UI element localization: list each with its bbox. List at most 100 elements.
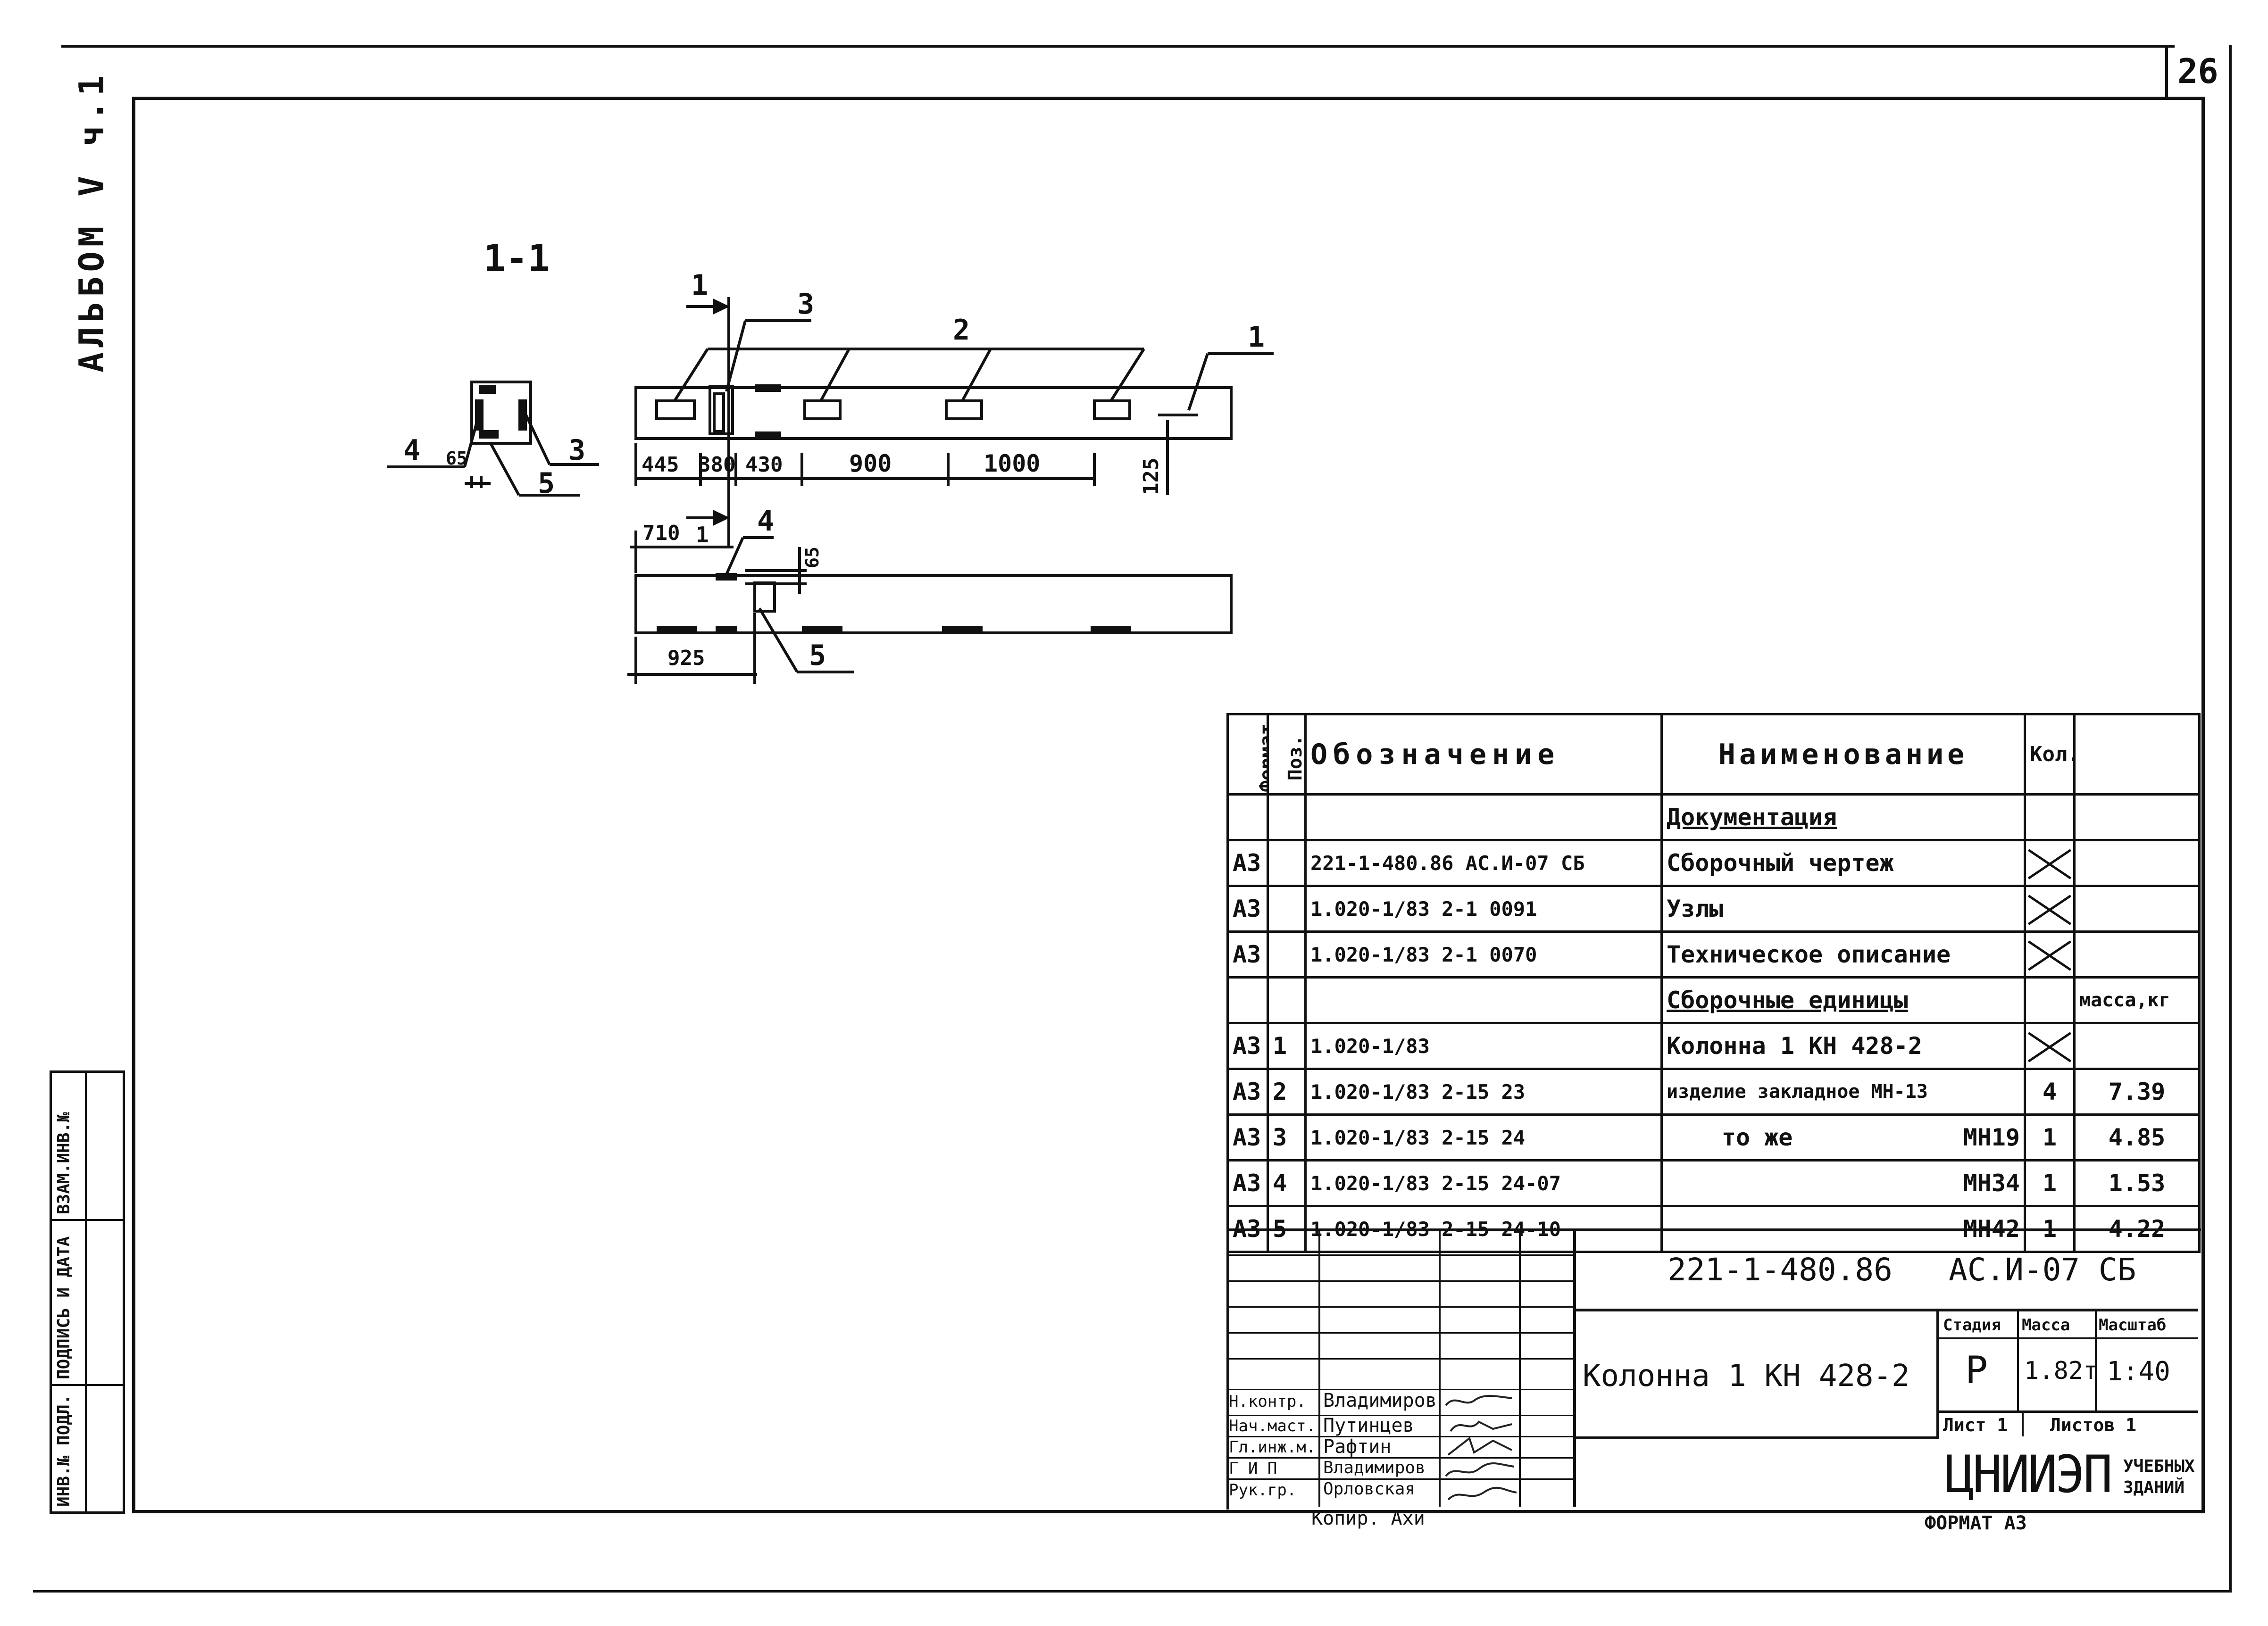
dim-1000: 1000 — [984, 450, 1040, 477]
hdr-qty: Кол. — [2024, 713, 2076, 796]
cross-mark — [2024, 839, 2076, 887]
dim-65: 65 — [446, 448, 467, 469]
stage-value: Р — [1965, 1348, 1988, 1392]
dim-900: 900 — [849, 450, 892, 477]
sheet-number-box: 26 — [2165, 45, 2234, 97]
callout-pos2: 2 — [953, 314, 970, 347]
cross-mark — [2024, 1022, 2076, 1070]
column-front-view — [634, 386, 1233, 440]
sig-name-1: Владимиров — [1323, 1390, 1437, 1411]
spec-row-name: Сборочный чертеж — [1660, 839, 2026, 887]
spec-row-name: Техническое описание — [1660, 930, 2026, 979]
dim-925: 925 — [667, 646, 705, 670]
sig-role-5: Рук.гр. — [1229, 1481, 1297, 1500]
sig-role-1: Н.контр. — [1229, 1392, 1306, 1411]
dim-710: 710 — [642, 521, 680, 545]
copied-by: Копир. Ахи — [1311, 1508, 1425, 1529]
cross-mark — [2024, 930, 2076, 979]
dim-65b: 65 — [802, 547, 823, 568]
specification-table: Формат Поз. Обозначение Наименование Кол… — [1226, 713, 2201, 1253]
stamp-signature-date: ПОДПИСЬ И ДАТА — [54, 1236, 74, 1379]
hdr-format: Формат — [1226, 713, 1269, 796]
cross-mark — [2024, 885, 2076, 933]
hdr-pos: Поз. — [1267, 713, 1307, 796]
mass-label: Масса — [2022, 1316, 2070, 1335]
sec-callout-5: 5 — [538, 467, 555, 500]
spec-row-name: Колонна 1 КН 428-2 — [1660, 1022, 2026, 1070]
right-edge-line — [2229, 45, 2232, 1593]
mass-value: 1.82т — [2024, 1357, 2098, 1385]
bot-callout-4: 4 — [757, 505, 774, 538]
cut-mark-top: 1 — [691, 269, 708, 302]
spec-row-designation: 1.020-1/83 2-1 0070 — [1304, 930, 1663, 979]
sig-role-2: Нач.маст. — [1229, 1417, 1316, 1435]
document-code: 221-1-480.86 АС.И-07 СБ — [1668, 1252, 2136, 1288]
scale-value: 1:40 — [2107, 1356, 2170, 1387]
stage-label: Стадия — [1943, 1316, 2001, 1335]
spec-row-designation: 1.020-1/83 — [1304, 1022, 1663, 1070]
scale-label: Масштаб — [2099, 1316, 2167, 1335]
handwritten-signatures — [1445, 1395, 1517, 1501]
bottom-edge-line — [33, 1590, 2231, 1593]
drawing-title: Колонна 1 КН 428-2 — [1583, 1359, 1910, 1394]
hdr-note — [2073, 713, 2201, 796]
org-name-line1: УЧЕБНЫХ — [2123, 1457, 2195, 1476]
title-cell: Колонна 1 КН 428-2 — [1573, 1311, 1939, 1439]
signature-grid: Н.контр. Владимиров Нач.маст. Путинцев Г… — [1226, 1228, 1576, 1507]
hdr-name: Наименование — [1660, 713, 2026, 796]
spec-row-designation: 221-1-480.86 АС.И-07 СБ — [1304, 839, 1663, 887]
spec-row-note: масса,кг — [2073, 976, 2201, 1024]
sig-name-4: Владимиров — [1323, 1458, 1426, 1477]
cut-mark-bottom: 1 — [696, 522, 709, 548]
spec-row: А3 1.020-1/83 2-1 0070 Техническое описа… — [1226, 930, 2201, 979]
section-label: 1-1 — [484, 238, 550, 280]
spec-row-name: МН34 — [1660, 1159, 2026, 1207]
spec-row: Сборочные единицы масса,кг — [1226, 976, 2201, 1024]
sig-role-3: Гл.инж.м. — [1229, 1438, 1316, 1457]
spec-row: Документация — [1226, 793, 2201, 841]
cross-section-outline — [470, 381, 532, 445]
sec-callout-4: 4 — [403, 434, 420, 467]
spec-row-name: изделие закладное МН-13 — [1660, 1068, 2026, 1116]
stage-mass-scale: Стадия Масса Масштаб Р 1.82т 1:40 Лист 1… — [1939, 1311, 2198, 1436]
sheets-label: Листов 1 — [2050, 1415, 2137, 1435]
org-logo: ЦНИИЭП — [1945, 1443, 2113, 1505]
column-drawing: 1-1 1 2 3 1 1 4 5 3 4 5 65 445 380 430 9… — [387, 238, 1274, 684]
spec-row-designation: 1.020-1/83 2-15 24 — [1304, 1113, 1663, 1161]
spec-row-name: Документация — [1660, 793, 2026, 841]
spec-row-name: то же МН19 — [1660, 1113, 2026, 1161]
dim-430: 430 — [745, 453, 783, 477]
sheet-number: 26 — [2177, 51, 2218, 91]
spec-row-designation: 1.020-1/83 2-1 0091 — [1304, 885, 1663, 933]
sig-name-5: Орловская — [1323, 1479, 1416, 1499]
org-name-line2: ЗДАНИЙ — [2123, 1478, 2185, 1497]
sheet-label: Лист 1 — [1943, 1415, 2008, 1435]
organisation-block: ЦНИИЭП УЧЕБНЫХ ЗДАНИЙ — [1939, 1439, 2198, 1507]
dim-445: 445 — [642, 453, 679, 477]
sig-role-4: Г И П — [1229, 1459, 1277, 1478]
spec-header-row: Формат Поз. Обозначение Наименование Кол… — [1226, 713, 2201, 796]
spec-row-name: Сборочные единицы — [1660, 976, 2026, 1024]
drawing-frame — [132, 97, 2205, 1513]
stamp-original-inv: ИНВ.№ ПОДЛ. — [54, 1394, 74, 1507]
spec-row: А3 221-1-480.86 АС.И-07 СБ Сборочный чер… — [1226, 839, 2201, 887]
dim-125: 125 — [1139, 458, 1163, 495]
sig-name-3: Рафтин — [1323, 1436, 1392, 1458]
spec-row-designation: 1.020-1/83 2-15 23 — [1304, 1068, 1663, 1116]
bot-callout-5: 5 — [809, 639, 826, 672]
spec-row-name: Узлы — [1660, 885, 2026, 933]
callout-pos3: 3 — [797, 288, 814, 321]
sec-callout-3: 3 — [568, 434, 585, 467]
hdr-designation: Обозначение — [1304, 713, 1663, 796]
title-code-row: 221-1-480.86 АС.И-07 СБ — [1573, 1228, 2198, 1311]
stamp-replacement-inv: ВЗАМ.ИНВ.№ — [54, 1112, 74, 1214]
column-bottom-view — [634, 574, 1233, 634]
title-block — [1226, 1228, 2201, 1510]
side-stamp-strip: ВЗАМ.ИНВ.№ ПОДПИСЬ И ДАТА ИНВ.№ ПОДЛ. — [50, 1070, 125, 1514]
dim-380: 380 — [698, 453, 735, 477]
top-edge-line — [61, 45, 2175, 48]
